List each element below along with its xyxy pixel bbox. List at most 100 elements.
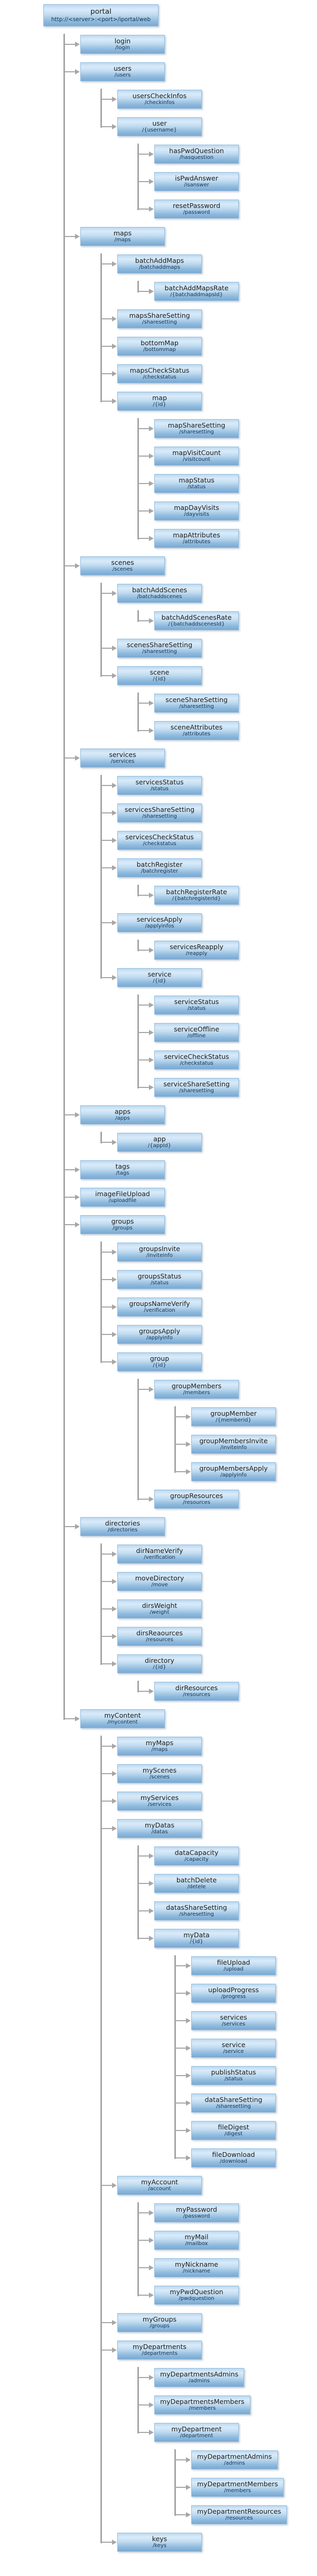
node-box-bottommap: bottomMap/bottommap xyxy=(117,337,202,356)
node-path: /sharesetting xyxy=(216,2104,251,2110)
node-path: /groups xyxy=(113,1225,133,1232)
tree-node-mygroups: myGroups/groups xyxy=(101,2313,317,2332)
node-path: /members xyxy=(183,1390,210,1396)
node-box-scene: scene/{id} xyxy=(117,666,202,685)
tree-node-groupmembersapply: groupMembersApply/applyinfo xyxy=(173,1462,317,1484)
tree-node-app: app/{appId} xyxy=(99,1133,317,1155)
tree-node-mypassword: myPassword/password xyxy=(138,2203,317,2222)
node-title: servicesStatus xyxy=(135,778,184,787)
node-box-servicesapply: servicesApply/applyinfos xyxy=(117,913,202,932)
tree-node-mydepartmentsmembers: myDepartmentsMembers/members xyxy=(138,2395,317,2414)
node-title: myDepartment xyxy=(171,2425,222,2433)
node-title: keys xyxy=(152,2535,167,2543)
node-children: batchAddMapsRate/{batchaddmapsId} xyxy=(136,281,317,304)
node-path: /applyinfo xyxy=(220,1472,247,1479)
tree-node-filedownload: fileDownload/download xyxy=(173,2148,317,2171)
node-box-mydata: myData/{id} xyxy=(154,1929,239,1948)
node-title: mapsCheckStatus xyxy=(129,366,190,375)
node-path: /status xyxy=(187,484,206,490)
node-title: dataShareSetting xyxy=(204,2096,263,2104)
node-path: /detele xyxy=(187,1884,206,1890)
tree-node-batchaddmaps: batchAddMaps/batchaddmaps batchAddMapsRat… xyxy=(101,254,317,304)
node-path: /applyinfos xyxy=(145,923,174,930)
node-title: myMail xyxy=(184,2233,209,2241)
connector-trunk-end xyxy=(99,979,103,1100)
node-box-service: service/{id} xyxy=(117,968,202,987)
node-path: /bottommap xyxy=(143,347,176,353)
node-box-myscenes: myScenes/scenes xyxy=(117,1764,202,1783)
node-box-batchaddmapsrate: batchAddMapsRate/{batchaddmapsId} xyxy=(154,282,239,301)
node-title: myDepartments xyxy=(133,2343,187,2351)
tree-node-datassharesetting: datasShareSetting/sharesetting xyxy=(138,1901,317,1920)
node-path: /service xyxy=(223,2049,244,2055)
node-path: /resources xyxy=(146,1637,173,1643)
node-title: mapStatus xyxy=(179,476,215,485)
tree-node-groupsinvite: groupsInvite/inviteinfo xyxy=(101,1243,317,1262)
node-path: /digest xyxy=(224,2131,243,2137)
node-box-mynickname: myNickname/nickname xyxy=(154,2258,239,2277)
tree-node-servicessharesetting: servicesShareSetting/sharesetting xyxy=(101,803,317,822)
node-box-resetpassword: resetPassword/password xyxy=(154,200,239,219)
node-box-movedirectory: moveDirectory/move xyxy=(117,1572,202,1591)
node-box-mapscheckstatus: mapsCheckStatus/checkstatus xyxy=(117,364,202,383)
node-title: fileDigest xyxy=(218,2123,249,2132)
node-box-myaccount: myAccount/account xyxy=(117,2176,202,2195)
node-path: /capacity xyxy=(184,1857,209,1863)
tree-node-mapattributes: mapAttributes/attributes xyxy=(136,529,317,551)
node-box-batchaddmaps: batchAddMaps/batchaddmaps xyxy=(117,254,202,273)
node-title: serviceCheckStatus xyxy=(164,1053,229,1061)
node-box-mapstatus: mapStatus/status xyxy=(154,474,239,493)
tree-node-mapdayvisits: mapDayVisits/dayvisits xyxy=(138,501,317,520)
node-box-sceneattributes: sceneAttributes/attributes xyxy=(154,721,239,740)
node-box-datacapacity: dataCapacity/capacity xyxy=(154,1846,239,1865)
node-box-map: map/{id} xyxy=(117,392,202,411)
node-children: batchAddMaps/batchaddmaps batchAddMapsRat… xyxy=(99,253,317,551)
node-title: datasShareSetting xyxy=(166,1903,227,1912)
node-title: fileUpload xyxy=(217,1958,250,1967)
node-path: /{username} xyxy=(142,127,178,134)
node-children: groupMember/{memberid}groupMembersInvite… xyxy=(173,1406,317,1484)
tree-node-servicescheckstatus: servicesCheckStatus/checkstatus xyxy=(101,831,317,850)
tree-node-mapssharesetting: mapsShareSetting/sharesetting xyxy=(101,309,317,328)
connector-trunk-end xyxy=(136,292,140,304)
node-path: /offline xyxy=(187,1033,206,1039)
node-box-servicestatus: serviceStatus/status xyxy=(154,996,239,1015)
node-title: myDatas xyxy=(145,1821,174,1830)
node-title: fileDownload xyxy=(212,2151,255,2159)
node-title: user xyxy=(152,119,167,128)
node-path: /tags xyxy=(116,1170,129,1177)
node-box-mydepartments: myDepartments/departments xyxy=(117,2341,202,2360)
node-title: hasPwdQuestion xyxy=(169,147,224,155)
node-path: /weight xyxy=(150,1609,170,1616)
node-path: /checkstatus xyxy=(143,374,176,381)
node-path: /{id} xyxy=(153,1362,166,1369)
tree-node-servicesreapply: servicesReapply/reapply xyxy=(136,941,317,963)
connector-trunk-end xyxy=(62,1720,66,2555)
node-title: groups xyxy=(111,1217,134,1226)
node-title: myDepartmentsMembers xyxy=(160,2398,245,2406)
tree-node-servicesharesetting: serviceShareSetting/sharesetting xyxy=(136,1078,317,1100)
node-box-groupresources: groupResources/resources xyxy=(154,1490,239,1509)
node-path: /maps xyxy=(151,1747,168,1753)
node-path: /scenes xyxy=(113,566,133,573)
node-box-mydepartmentmembers: myDepartmentMembers/members xyxy=(191,2478,284,2497)
node-title: mapVisitCount xyxy=(172,449,221,457)
node-title: servicesReapply xyxy=(170,943,223,951)
node-title: myDepartmentsAdmins xyxy=(160,2370,239,2379)
tree-node-haspwdquestion: hasPwdQuestion/hasquestion xyxy=(138,145,317,164)
node-path: /groups xyxy=(150,2323,170,2329)
node-path: /pwdquestion xyxy=(179,2296,215,2302)
node-title: myDepartmentResources xyxy=(197,2507,282,2516)
node-title: group xyxy=(150,1355,170,1363)
node-path: /admins xyxy=(189,2378,210,2384)
node-box-userscheckinfos: usersCheckInfos/checkinfos xyxy=(117,90,202,109)
